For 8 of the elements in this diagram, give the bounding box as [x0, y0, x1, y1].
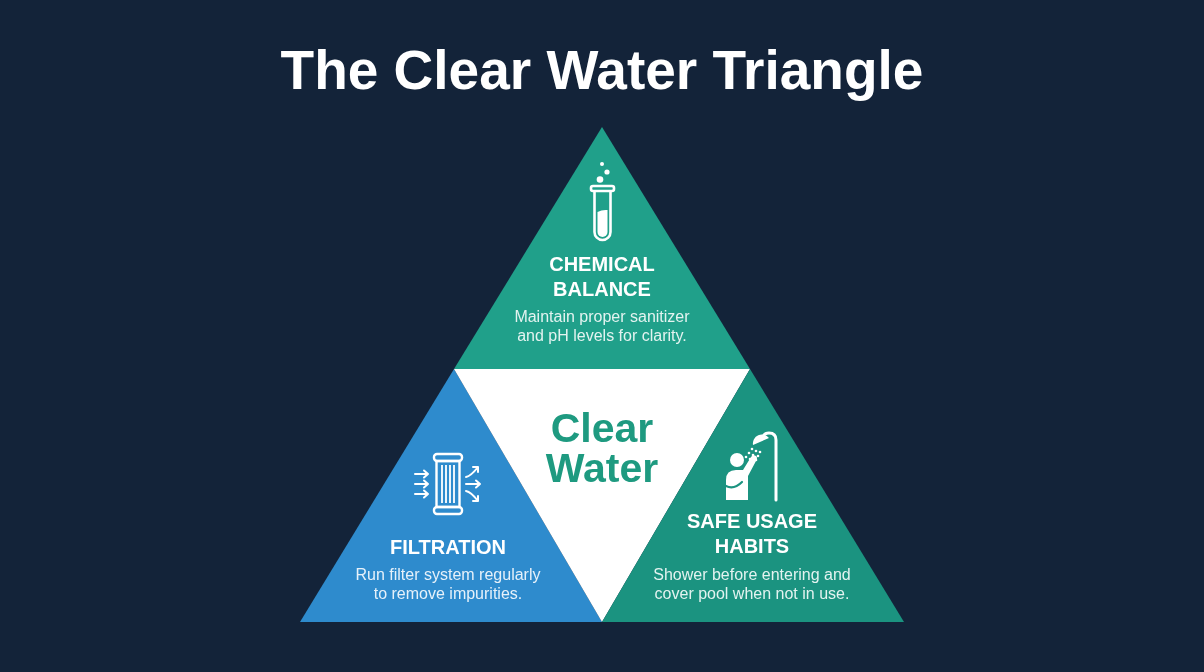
section-heading: FILTRATION [389, 535, 507, 560]
diagram-title: The Clear Water Triangle [280, 38, 924, 102]
section-description: Shower before entering and cover pool when not in use. [652, 565, 852, 603]
section-heading: CHEMICAL BALANCE [548, 252, 656, 302]
section-description: Maintain proper sanitizer and pH levels for clarity. [513, 307, 691, 345]
center-label: Clear Water [545, 408, 659, 488]
section-heading: SAFE USAGE HABITS [686, 509, 818, 559]
section-description: Run filter system regularly to remove impurities. [355, 565, 541, 603]
